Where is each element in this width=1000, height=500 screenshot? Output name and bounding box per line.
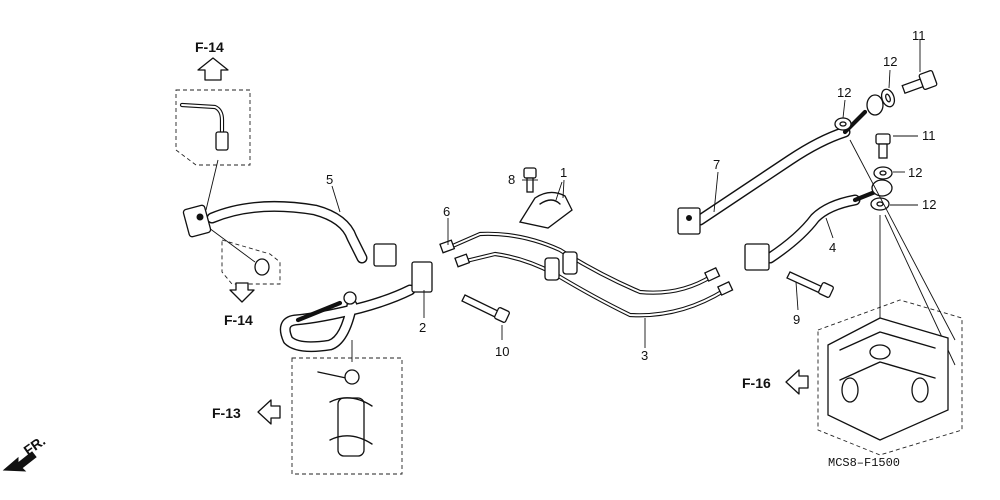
washer-12-a bbox=[880, 88, 896, 108]
callout-7: 7 bbox=[713, 157, 720, 172]
inset-lower-left bbox=[291, 340, 403, 475]
callout-12-c: 12 bbox=[908, 165, 922, 180]
callout-6: 6 bbox=[443, 204, 450, 219]
ref-f16: F-16 bbox=[742, 375, 771, 391]
hose-5 bbox=[182, 200, 397, 267]
arrow-f16: F-16 bbox=[742, 369, 809, 395]
callout-11-lower: 11 bbox=[922, 128, 936, 143]
callout-3: 3 bbox=[641, 348, 648, 363]
front-direction-arrow: FR. bbox=[2, 432, 49, 472]
inset-upper-left bbox=[175, 89, 251, 211]
ref-f13: F-13 bbox=[212, 405, 241, 421]
hose-2 bbox=[279, 261, 433, 353]
drawing-code: MCS8–F1500 bbox=[828, 456, 900, 470]
inset-caliper bbox=[817, 139, 963, 456]
callout-10: 10 bbox=[495, 344, 509, 359]
callout-9: 9 bbox=[793, 312, 800, 327]
leader-lines bbox=[331, 40, 921, 318]
callout-12-a: 12 bbox=[837, 85, 851, 100]
callout-5: 5 bbox=[326, 172, 333, 187]
banjo-bolt-11-lower bbox=[875, 133, 891, 159]
callout-11-upper: 11 bbox=[912, 28, 926, 43]
arrow-f14-left: F-14 bbox=[224, 282, 255, 328]
bolt-9 bbox=[786, 271, 834, 298]
bolt-10 bbox=[461, 294, 510, 340]
arrow-f14-top: F-14 bbox=[195, 39, 229, 81]
callout-12-d: 12 bbox=[922, 197, 936, 212]
hose-7 bbox=[677, 109, 868, 235]
pipe-assembly-3 bbox=[439, 231, 734, 348]
banjo-bolt-11-upper bbox=[901, 70, 938, 95]
callout-4: 4 bbox=[829, 240, 836, 255]
ref-f14-left: F-14 bbox=[224, 312, 253, 328]
front-label: FR. bbox=[21, 432, 49, 458]
banjo-fitting bbox=[866, 94, 884, 116]
washer-12-d bbox=[870, 197, 890, 211]
arrow-f13: F-13 bbox=[212, 399, 281, 425]
washer-12-b bbox=[834, 117, 852, 131]
callout-12-b: 12 bbox=[883, 54, 897, 69]
callout-2: 2 bbox=[419, 320, 426, 335]
callout-1: 1 bbox=[560, 165, 567, 180]
bolt-8 bbox=[523, 167, 537, 193]
inset-left-fitting bbox=[204, 224, 281, 285]
clamp-1 bbox=[518, 181, 573, 229]
ref-f14-top: F-14 bbox=[195, 39, 224, 55]
washer-12-c bbox=[873, 166, 893, 180]
hose-4 bbox=[744, 187, 883, 271]
callout-8: 8 bbox=[508, 172, 515, 187]
